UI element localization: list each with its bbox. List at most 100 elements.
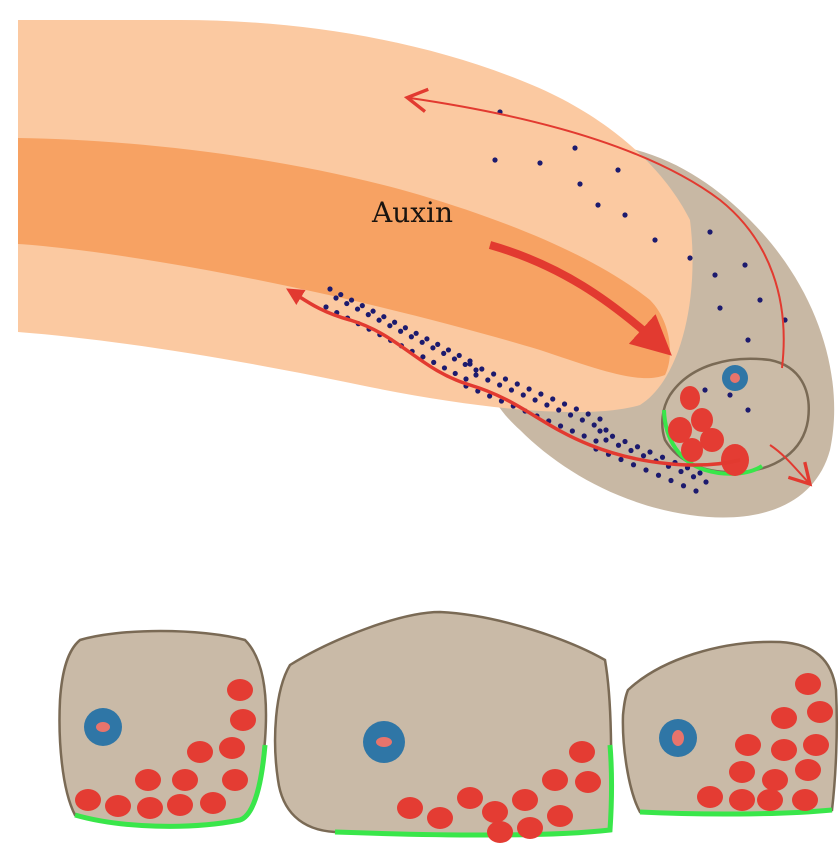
auxin-molecule-dot — [381, 314, 386, 319]
auxin-molecule-dot — [556, 407, 561, 412]
statolith-granule — [457, 787, 483, 809]
auxin-molecule-dot — [668, 478, 673, 483]
auxin-molecule-dot — [509, 387, 514, 392]
auxin-molecule-dot — [568, 412, 573, 417]
auxin-molecule-dot — [622, 212, 627, 217]
auxin-molecule-dot — [580, 417, 585, 422]
auxin-molecule-dot — [702, 387, 707, 392]
auxin-molecule-dot — [338, 292, 343, 297]
auxin-molecule-dot — [515, 381, 520, 386]
auxin-molecule-dot — [618, 457, 623, 462]
auxin-molecule-dot — [544, 402, 549, 407]
auxin-molecule-dot — [615, 167, 620, 172]
auxin-molecule-dot — [742, 262, 747, 267]
auxin-molecule-dot — [473, 367, 478, 372]
auxin-molecule-dot — [355, 306, 360, 311]
auxin-molecule-dot — [593, 438, 598, 443]
statolith-granule — [762, 769, 788, 791]
auxin-molecule-dot — [641, 453, 646, 458]
statolith-granule — [105, 795, 131, 817]
auxin-molecule-dot — [430, 345, 435, 350]
statolith-granule — [482, 801, 508, 823]
auxin-molecule-dot — [643, 467, 648, 472]
statolith-granule — [200, 792, 226, 814]
auxin-molecule-dot — [376, 318, 381, 323]
auxin-molecule-dot — [597, 428, 602, 433]
auxin-molecule-dot — [349, 297, 354, 302]
auxin-molecule-dot — [550, 396, 555, 401]
statolith-granule — [547, 805, 573, 827]
statolith-granule — [427, 807, 453, 829]
auxin-molecule-dot — [603, 427, 608, 432]
auxin-molecule-dot — [745, 407, 750, 412]
auxin-molecule-dot — [712, 272, 717, 277]
cell-wall-2 — [275, 612, 611, 835]
statolith-granule — [795, 673, 821, 695]
statolith-granule — [697, 786, 723, 808]
statolith-granule — [771, 707, 797, 729]
auxin-molecule-dot — [366, 312, 371, 317]
auxin-molecule-dot — [387, 323, 392, 328]
auxin-molecule-dot — [678, 469, 683, 474]
auxin-molecule-dot — [403, 325, 408, 330]
nucleus-core — [730, 373, 740, 383]
auxin-molecule-dot — [398, 329, 403, 334]
auxin-molecule-dot — [558, 423, 563, 428]
statolith-granule — [735, 734, 761, 756]
auxin-molecule-dot — [521, 392, 526, 397]
auxin-molecule-dot — [691, 474, 696, 479]
auxin-molecule-dot — [570, 428, 575, 433]
auxin-molecule-dot — [703, 479, 708, 484]
statolith-granule — [681, 438, 703, 462]
statolith-granule — [757, 789, 783, 811]
auxin-molecule-dot — [628, 448, 633, 453]
auxin-molecule-dot — [586, 411, 591, 416]
statolith-granule — [75, 789, 101, 811]
statolith-granule — [397, 797, 423, 819]
auxin-molecule-dot — [435, 342, 440, 347]
auxin-molecule-dot — [442, 365, 447, 370]
columella-cell-3 — [623, 642, 837, 814]
auxin-molecule-dot — [538, 391, 543, 396]
auxin-molecule-dot — [532, 397, 537, 402]
auxin-molecule-dot — [503, 376, 508, 381]
statolith-granule — [167, 794, 193, 816]
auxin-molecule-dot — [582, 433, 587, 438]
auxin-molecule-dot — [323, 304, 328, 309]
cell-wall-3 — [623, 642, 837, 814]
root-tip: Auxin — [18, 20, 834, 517]
statolith-granule — [569, 741, 595, 763]
auxin-molecule-dot — [479, 366, 484, 371]
auxin-molecule-dot — [757, 297, 762, 302]
auxin-molecule-dot — [622, 439, 627, 444]
auxin-molecule-dot — [572, 145, 577, 150]
auxin-molecule-dot — [360, 303, 365, 308]
auxin-molecule-dot — [656, 473, 661, 478]
statolith-granule — [575, 771, 601, 793]
auxin-molecule-dot — [595, 202, 600, 207]
auxin-molecule-dot — [647, 449, 652, 454]
statolith-granule — [680, 386, 700, 410]
auxin-molecule-dot — [392, 320, 397, 325]
auxin-molecule-dot — [491, 371, 496, 376]
statolith-granule — [729, 761, 755, 783]
auxin-molecule-dot — [463, 362, 468, 367]
auxin-molecule-dot — [537, 160, 542, 165]
statolith-granule — [729, 789, 755, 811]
statolith-granule — [807, 701, 833, 723]
auxin-molecule-dot — [344, 301, 349, 306]
statolith-granule — [135, 769, 161, 791]
statolith-granule — [137, 797, 163, 819]
auxin-molecule-dot — [660, 455, 665, 460]
auxin-molecule-dot — [333, 295, 338, 300]
auxin-molecule-dot — [717, 305, 722, 310]
auxin-molecule-dot — [463, 376, 468, 381]
auxin-molecule-dot — [370, 309, 375, 314]
auxin-molecule-dot — [745, 337, 750, 342]
auxin-molecule-dot — [327, 286, 332, 291]
statolith-granule — [771, 739, 797, 761]
auxin-molecule-dot — [473, 372, 478, 377]
auxin-molecule-dot — [597, 416, 602, 421]
auxin-molecule-dot — [592, 422, 597, 427]
auxin-molecule-dot — [693, 488, 698, 493]
